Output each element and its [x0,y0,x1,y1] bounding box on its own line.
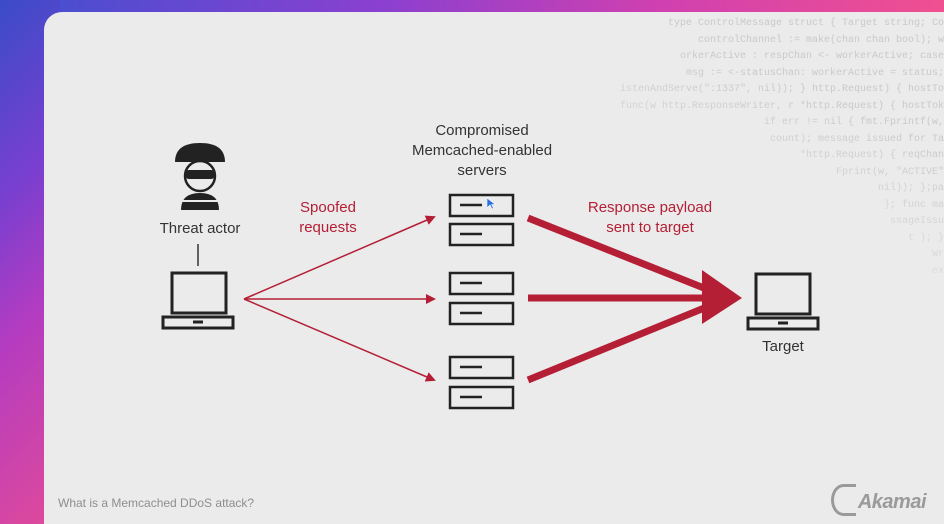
threat-actor-label: Threat actor [159,220,241,237]
threat-actor-laptop-icon [161,271,235,330]
background-code-line: orkerActive : respChan <- workerActive; … [679,51,944,62]
background-code-line: istenAndServe(":1337", nil)); } http.Req… [619,84,944,95]
server-icon-2 [448,271,515,326]
threat-actor-icon [175,143,225,210]
mouse-cursor-icon [487,198,497,210]
background-code-line: nil)); };pa [877,183,944,194]
background-code: type ControlMessage struct { Target stri… [614,16,944,316]
diagram-canvas [161,143,820,410]
background-code-line: controlChannel := make(chan chan bool); … [697,34,944,46]
akamai-logo-swoosh [831,484,856,516]
background-code-line: Fprint(w, "ACTIVE" [835,166,944,178]
spoofed-requests-label: Spoofed requests [299,199,357,236]
background-code-line: ssageIssu [889,216,944,227]
spoofed-request-arrow-1 [243,215,436,300]
background-code-line: msg := <-statusChan: workerActive = stat… [685,67,944,79]
server-icon-1 [448,193,515,247]
target-label: Target [762,338,804,355]
response-arrow-3 [526,300,716,384]
response-payload-label: Response payload sent to target [587,199,713,236]
background-code-line: Wr [931,249,944,260]
akamai-logo: Akamai [857,491,927,513]
response-arrow-1 [526,214,716,296]
background-code-line: func(w http.ResponseWriter, r *http.Requ… [619,100,944,112]
slide-caption: What is a Memcached DDoS attack? [58,496,255,510]
target-laptop-icon [746,272,820,331]
background-code-line: count); message issued for Ta [769,133,944,145]
background-code-line: t ); } [907,232,944,244]
response-arrowhead [702,270,742,324]
background-code-line: type ControlMessage struct { Target stri… [667,18,944,29]
slide: type ControlMessage struct { Target stri… [44,12,944,524]
background-code-line: if err != nil { fmt.Fprintf(w, [763,117,944,128]
servers-title-label: Compromised Memcached-enabled servers [411,122,553,179]
spoofed-request-arrow-3 [243,298,436,382]
background-code-line: ex [931,265,944,277]
background-code-line: }; func ma [883,199,944,211]
server-icon-3 [448,355,515,410]
background-code-line: *http.Request) { reqChan [799,150,944,161]
